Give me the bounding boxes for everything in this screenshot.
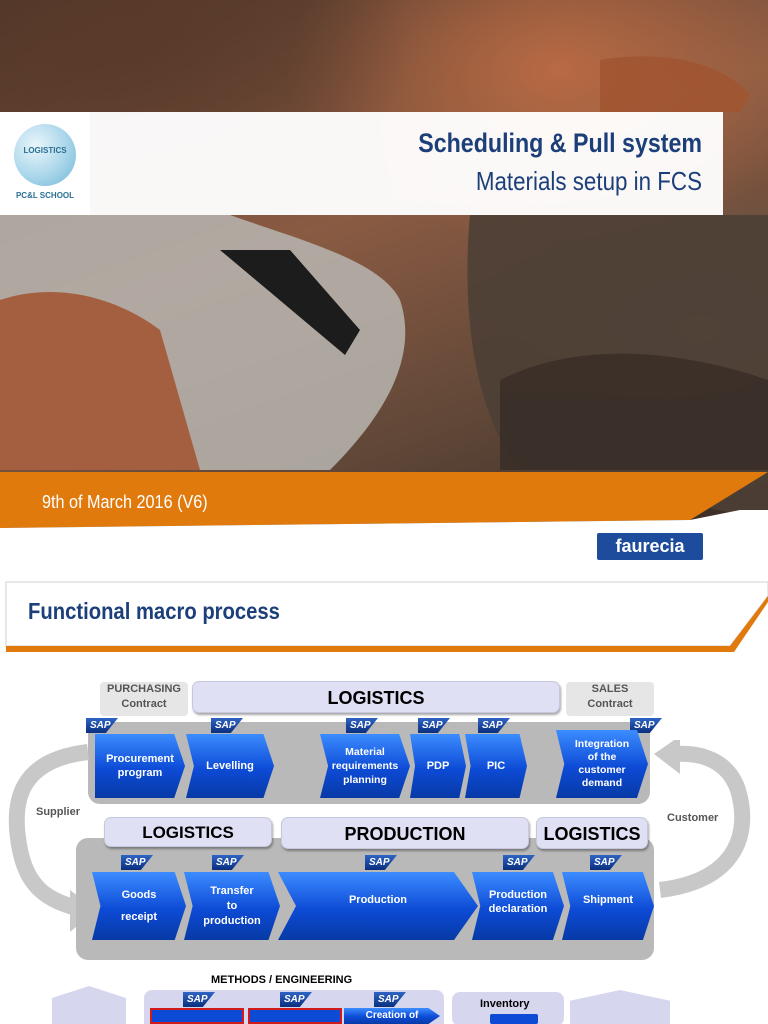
- logistics-domain-left: LOGISTICS: [104, 817, 272, 847]
- presentation-date: 9th of March 2016 (V6): [42, 492, 208, 512]
- logo-label: PC&L SCHOOL: [15, 191, 75, 200]
- methods-step-2: [248, 1008, 342, 1024]
- seat-background-photo: [0, 56, 768, 520]
- process-step-customer-demand: Integration of the customer demand: [556, 730, 648, 798]
- methods-step-1: [150, 1008, 244, 1024]
- slide-header-banner: [5, 581, 768, 652]
- presentation-title: Scheduling & Pull system: [418, 128, 702, 158]
- date-band: [0, 472, 768, 578]
- logistics-domain-top: LOGISTICS: [192, 681, 560, 713]
- purchasing-contract-label: PURCHASING Contract: [100, 682, 188, 716]
- customer-label: Customer: [667, 812, 719, 824]
- title-slide: LOGISTICS PC&L SCHOOL Scheduling & Pull …: [0, 0, 768, 578]
- globe-icon: LOGISTICS: [14, 124, 76, 186]
- globe-text: LOGISTICS: [23, 146, 67, 155]
- methods-engineering-label: METHODS / ENGINEERING: [211, 974, 353, 986]
- process-step-production-declaration: Production declaration: [472, 872, 564, 940]
- slide-title: Functional macro process: [28, 598, 280, 624]
- sales-contract-label: SALES Contract: [566, 682, 654, 716]
- process-step-pdp: PDP: [410, 734, 466, 798]
- school-logo: LOGISTICS PC&L SCHOOL: [0, 112, 90, 215]
- presentation-subtitle: Materials setup in FCS: [475, 166, 702, 196]
- production-domain: PRODUCTION: [281, 817, 529, 849]
- process-step-pic: PIC: [465, 734, 527, 798]
- inventory-label: Inventory: [480, 998, 530, 1010]
- supplier-label: Supplier: [36, 806, 81, 818]
- process-step-shipment: Shipment: [562, 872, 654, 940]
- process-step-levelling: Levelling: [186, 734, 274, 798]
- process-step-production: Production: [278, 872, 478, 940]
- process-step-transfer-to-production: Transfer to production: [184, 872, 280, 940]
- title-box: [0, 112, 723, 215]
- faurecia-logo: faurecia: [597, 533, 703, 560]
- process-step-goods-receipt: Goods receipt: [92, 872, 186, 940]
- inventory-step: [490, 1014, 538, 1024]
- methods-step-creation: Creation of: [344, 1008, 440, 1024]
- process-step-procurement-program: Procurement program: [95, 734, 185, 798]
- logistics-domain-right: LOGISTICS: [536, 817, 648, 849]
- process-step-mrp: Material requirements planning: [320, 734, 410, 798]
